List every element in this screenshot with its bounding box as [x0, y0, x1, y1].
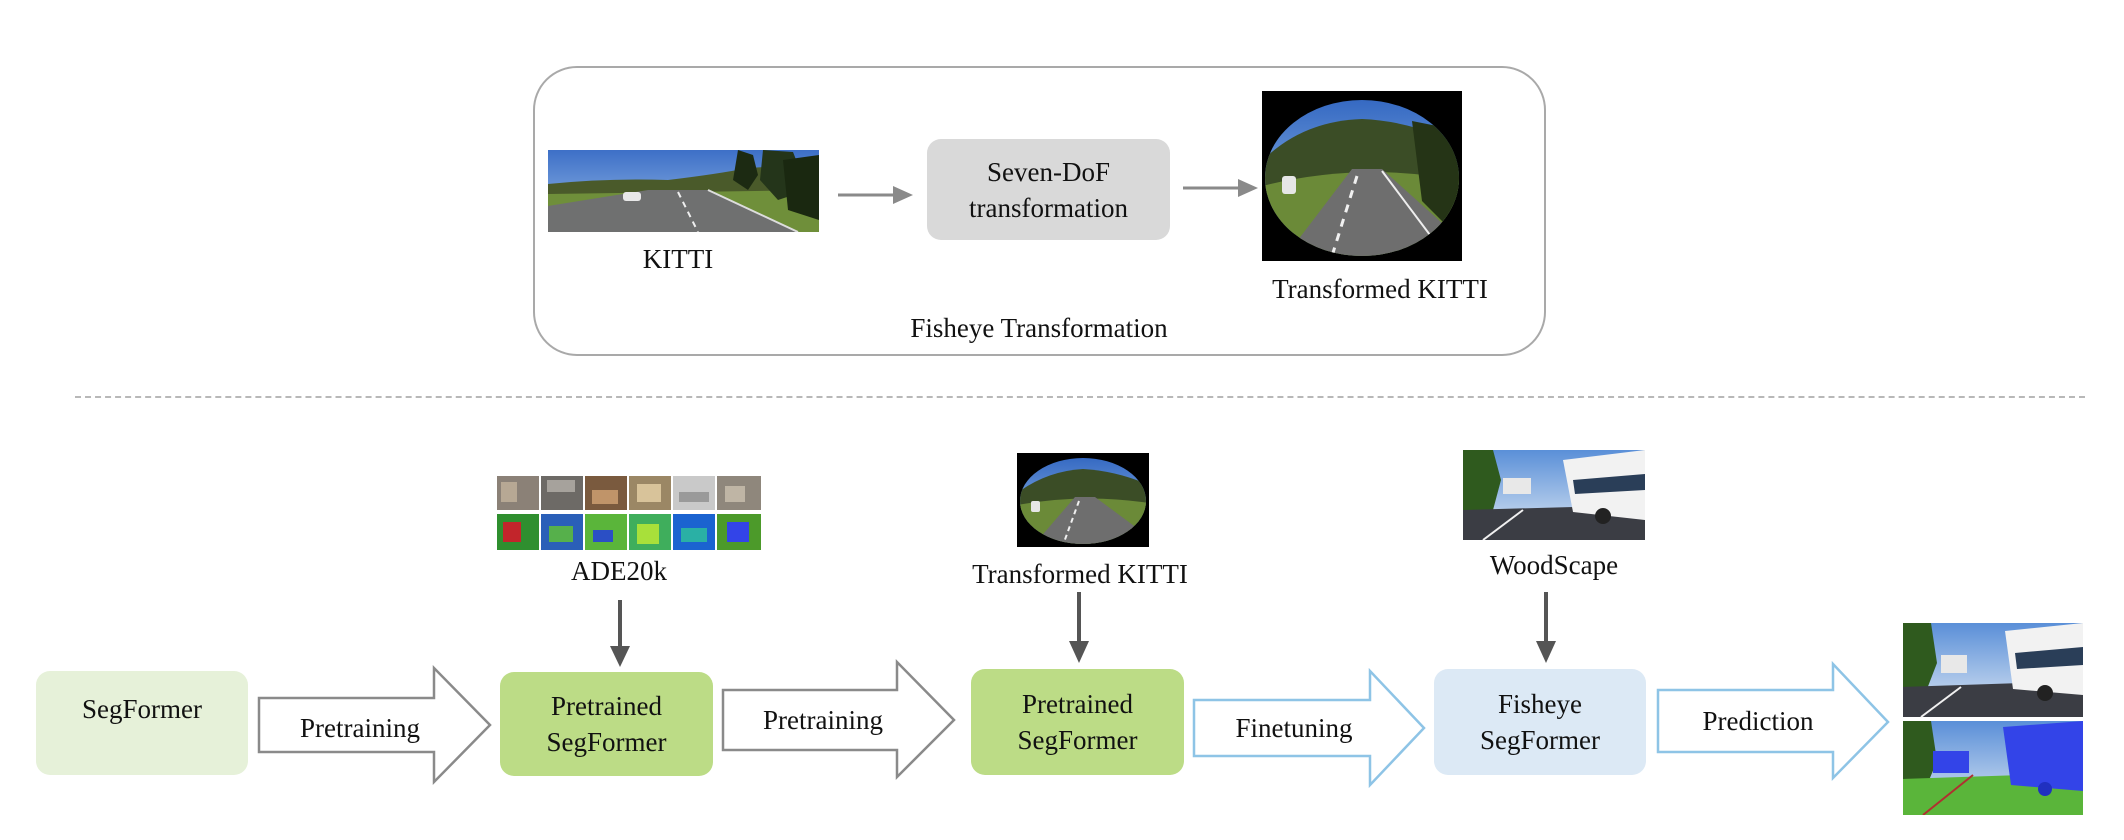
seven-dof-transformation-box: Seven-DoF transformation: [927, 139, 1170, 240]
arrow-ade20k-down: [610, 600, 630, 667]
arrow-kitti-down: [1069, 592, 1089, 663]
pretraining-arrow-1-label: Pretraining: [300, 713, 420, 743]
transform-box-line-1: Seven-DoF: [987, 156, 1110, 187]
fisheye-transformation-panel: [533, 66, 1546, 356]
ade20k-image-grid: [497, 476, 761, 550]
transformed-kitti-thumbnail: [1017, 453, 1149, 547]
pretraining-arrow-2-label: Pretraining: [763, 705, 883, 735]
kitti-image: [548, 150, 819, 232]
prediction-rgb-image: [1903, 623, 2083, 718]
transformed-kitti-label: Transformed KITTI: [1272, 274, 1488, 304]
fisheye-line-2: SegFormer: [1480, 725, 1600, 755]
prediction-output-images: [1903, 623, 2083, 815]
pretrained-segformer-box-1: Pretrained SegFormer: [500, 672, 713, 776]
arrow-woodscape-down: [1536, 592, 1556, 663]
kitti-label: KITTI: [642, 244, 714, 274]
pretrained-segformer-box-2: Pretrained SegFormer: [971, 669, 1184, 775]
pretrained-2-line-1: Pretrained: [1022, 689, 1133, 719]
transformed-kitti-image: [1262, 91, 1462, 261]
pretrained-1-line-1: Pretrained: [551, 691, 662, 721]
prediction-segmentation-image: [1903, 721, 2083, 815]
transform-box-line-2: transformation: [969, 192, 1128, 223]
transformed-kitti-dataset-label: Transformed KITTI: [972, 559, 1188, 589]
pretrained-2-line-2: SegFormer: [1017, 725, 1138, 755]
woodscape-image: [1463, 450, 1645, 540]
woodscape-label: WoodScape: [1489, 550, 1619, 580]
section-divider: [75, 396, 2085, 398]
prediction-arrow-label: Prediction: [1702, 706, 1814, 736]
fisheye-segformer-box: Fisheye SegFormer: [1434, 669, 1646, 775]
ade20k-label: ADE20k: [571, 556, 667, 586]
segformer-label: SegFormer: [82, 694, 202, 724]
fisheye-transformation-title: Fisheye Transformation: [910, 313, 1168, 343]
pretrained-1-line-2: SegFormer: [546, 727, 667, 757]
finetuning-arrow-label: Finetuning: [1235, 713, 1353, 743]
segformer-box: SegFormer: [36, 671, 248, 775]
fisheye-line-1: Fisheye: [1497, 689, 1582, 719]
